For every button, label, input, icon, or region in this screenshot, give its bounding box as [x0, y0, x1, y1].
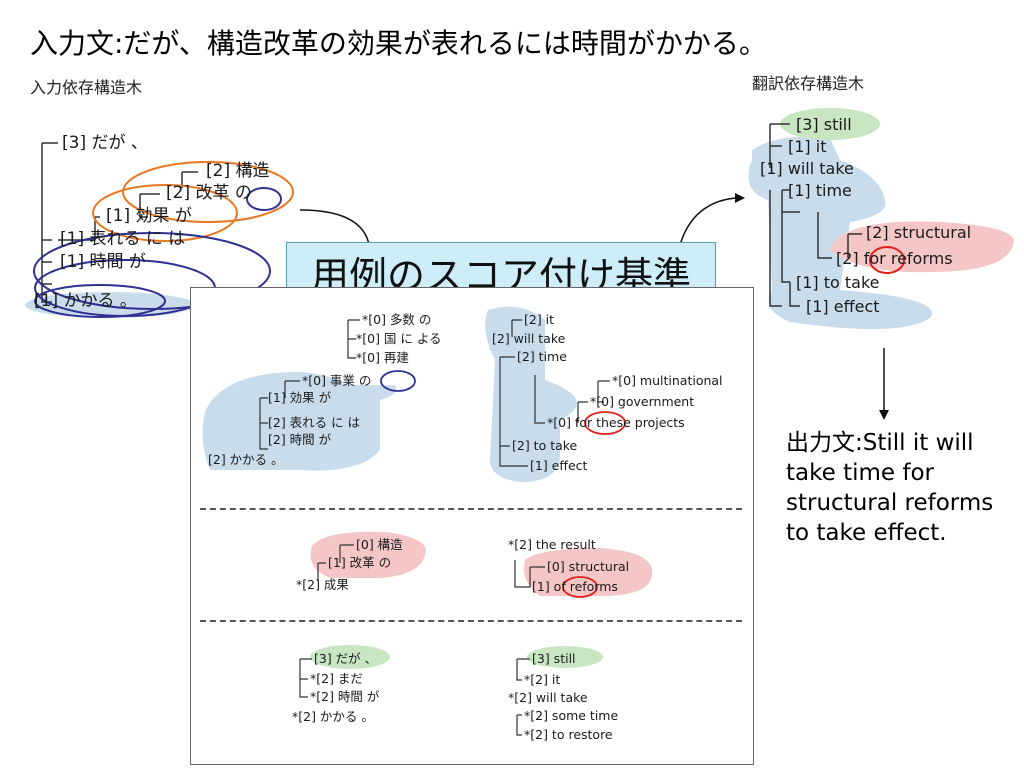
- output-sentence: 出力文:Still it will take time for structur…: [786, 430, 994, 546]
- output-reform-highlight: [830, 221, 1014, 273]
- ex2-jp-2: *[2] 成果: [296, 577, 349, 592]
- ex1-jp-5: [2] 表れる に は: [268, 415, 361, 430]
- ex1-en-1: [2] will take: [492, 331, 566, 346]
- output-node-5: [2] for reforms: [836, 249, 953, 268]
- input-node-3: [1] 効果 が: [106, 206, 192, 226]
- output-still-highlight: [780, 108, 880, 140]
- ex1-en-7: [1] effect: [530, 458, 588, 473]
- output-node-6: [1] to take: [796, 273, 880, 292]
- ex1-red-ring: [584, 411, 626, 435]
- ex1-en-0: [2] it: [524, 312, 555, 327]
- blue-ring-no: [246, 187, 282, 211]
- output-tree-caption: 翻訳依存構造木: [752, 74, 865, 93]
- ex3-jp-0: [3] だが 、: [314, 651, 378, 666]
- arrow-head-right: [735, 193, 745, 203]
- ex2-en-0: *[2] the result: [508, 537, 596, 552]
- ex2-jp-1: [1] 改革 の: [328, 555, 392, 570]
- ex3-jp-3: *[2] かかる 。: [292, 709, 374, 724]
- input-node-2: [2] 改革 の: [166, 183, 252, 203]
- ex2-jp-highlight: [310, 531, 426, 578]
- arrow-head-down: [879, 410, 889, 420]
- ex1-jp-1: *[0] 国 に よる: [356, 331, 442, 346]
- ex3-jp-highlight: [310, 645, 390, 669]
- ex1-jp-2: *[0] 再建: [356, 350, 409, 365]
- input-sentence-title: 入力文:だが、構造改革の効果が表れるには時間がかかる。: [30, 27, 767, 60]
- output-node-7: [1] effect: [806, 297, 880, 316]
- orange-ring-upper: [122, 161, 294, 223]
- example-tree-lines: [259, 319, 610, 736]
- blue-ring-outer: [33, 232, 271, 310]
- ex3-jp-2: *[2] 時間 が: [310, 689, 380, 704]
- ex2-en-1: [0] structural: [547, 559, 630, 574]
- input-node-1: [2] 構造: [206, 161, 270, 181]
- input-tree-lines: [41, 142, 198, 303]
- output-node-0: [3] still: [796, 115, 852, 134]
- orange-ring-lower: [92, 184, 238, 242]
- ex3-jp-1: *[2] まだ: [310, 671, 363, 686]
- input-node-6: [1] かかる 。: [34, 291, 137, 311]
- ex1-en-5: *[0] for these projects: [547, 415, 685, 430]
- output-tree-highlight: [748, 136, 932, 330]
- ex2-red-ring: [562, 576, 598, 598]
- ex1-jp-4: [1] 効果 が: [268, 390, 332, 405]
- input-node-4: [1] 表れる に は: [60, 229, 186, 249]
- example-panel: [190, 287, 754, 765]
- ex3-en-4: *[2] to restore: [524, 727, 613, 742]
- output-tree-lines: [769, 123, 862, 307]
- output-node-1: [1] it: [788, 137, 827, 156]
- ex1-jp-7: [2] かかる 。: [208, 452, 284, 467]
- ex1-en-6: [2] to take: [512, 438, 578, 453]
- ex2-en-2: [1] of reforms: [532, 579, 618, 594]
- input-tree-caption: 入力依存構造木: [30, 78, 143, 97]
- ex2-jp-0: [0] 構造: [356, 537, 403, 552]
- ex1-en-4: *[0] government: [590, 394, 695, 409]
- red-ring-for: [869, 246, 905, 274]
- ex3-en-1: *[2] it: [524, 672, 561, 687]
- separator-2: [200, 620, 742, 622]
- ex1-blue-ring: [380, 370, 416, 392]
- output-node-2: [1] will take: [760, 159, 854, 178]
- ex3-en-highlight: [527, 646, 603, 668]
- ex1-en-2: [2] time: [517, 349, 567, 364]
- output-node-4: [2] structural: [866, 223, 972, 242]
- ex3-en-3: *[2] some time: [524, 708, 619, 723]
- ex3-en-0: [3] still: [532, 651, 576, 666]
- output-node-3: [1] time: [788, 181, 852, 200]
- separator-1: [200, 508, 742, 510]
- ex1-en-3: *[0] multinational: [612, 373, 723, 388]
- ex1-en-highlight: [485, 306, 577, 482]
- ex3-en-2: *[2] will take: [508, 690, 588, 705]
- blue-ring-inner: [34, 284, 166, 318]
- ex1-jp-6: [2] 時間 が: [268, 432, 332, 447]
- ex1-jp-3: *[0] 事業 の: [302, 373, 372, 388]
- input-node-5: [1] 時間 が: [60, 252, 146, 272]
- ex1-jp-highlight: [202, 372, 396, 471]
- ex1-jp-0: *[0] 多数 の: [362, 312, 432, 327]
- ex2-en-highlight: [524, 548, 653, 596]
- input-node-0: [3] だが 、: [62, 133, 148, 153]
